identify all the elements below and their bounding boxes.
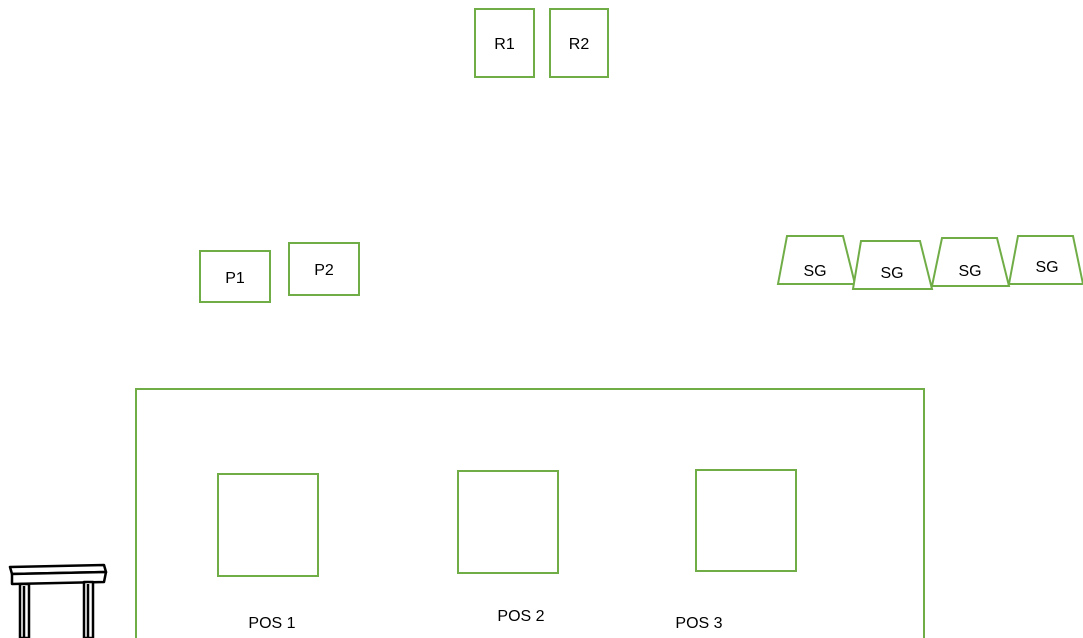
r2-block: R2	[549, 8, 609, 78]
pos2-label: POS 2	[497, 608, 544, 625]
pos3-block: POS 3	[675, 469, 797, 632]
sg-block-3: SG	[930, 237, 1011, 287]
p2-block: P2	[288, 242, 360, 296]
p1-block: P1	[199, 250, 271, 303]
p2-label: P2	[314, 262, 334, 279]
table-icon	[8, 563, 108, 638]
sg-block-4: SG	[1007, 235, 1083, 285]
sg-block-1: SG	[776, 235, 857, 285]
pos3-label: POS 3	[675, 615, 722, 632]
r2-label: R2	[569, 36, 590, 53]
sg-label-3: SG	[958, 263, 981, 280]
room-outline	[135, 388, 925, 638]
pos2-block: POS 2	[457, 470, 559, 625]
pos1-label: POS 1	[248, 615, 295, 632]
sg-label-1: SG	[803, 263, 826, 280]
r1-label: R1	[494, 36, 515, 53]
r1-block: R1	[474, 8, 535, 78]
pos1-block: POS 1	[217, 473, 319, 632]
sg-block-2: SG	[851, 240, 934, 290]
sg-label-2: SG	[880, 265, 903, 282]
sg-label-4: SG	[1035, 259, 1058, 276]
p1-label: P1	[225, 270, 245, 287]
